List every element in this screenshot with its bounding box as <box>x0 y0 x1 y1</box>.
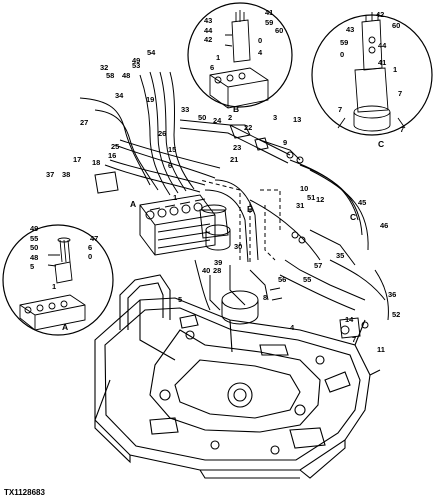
callout-main: 6 <box>168 161 172 170</box>
callout-detail-c: 7 <box>338 105 342 114</box>
callout-main: 45 <box>358 198 366 207</box>
callout-main: 9 <box>283 138 287 147</box>
callout-main: 55 <box>303 275 311 284</box>
callout-main: 19 <box>146 95 154 104</box>
callout-detail-a: 5 <box>30 262 34 271</box>
callout-main: 38 <box>62 170 70 179</box>
callout-detail-c: 7 <box>400 125 404 134</box>
callout-main: 54 <box>147 48 156 57</box>
callout-main: 1 <box>173 193 177 202</box>
callout-detail-b: 6 <box>210 63 214 72</box>
figure-id: TX1128683 <box>4 488 45 497</box>
callout-main: 50 <box>198 113 206 122</box>
callout-main: 40 <box>202 266 210 275</box>
hydraulic-hose-drawing <box>79 71 389 339</box>
callout-detail-b: 44 <box>204 26 213 35</box>
callout-main: 3 <box>273 113 277 122</box>
callout-main: 53 <box>132 61 140 70</box>
callout-main: 30 <box>234 242 242 251</box>
callout-detail-a: 1 <box>52 282 56 291</box>
callout-detail-a: 55 <box>30 234 38 243</box>
callout-main: 31 <box>296 201 304 210</box>
callout-detail-b: 1 <box>216 53 220 62</box>
callout-main: 49 <box>132 56 140 65</box>
callout-detail-c: 43 <box>346 25 354 34</box>
detail-label-b: B <box>233 104 239 114</box>
detail-circle-a <box>2 224 114 336</box>
callout-main: 51 <box>307 193 315 202</box>
callout-main: 11 <box>377 345 385 354</box>
callout-detail-a: 47 <box>90 234 98 243</box>
callout-main: 48 <box>122 71 130 80</box>
callout-main: 10 <box>300 184 308 193</box>
callout-detail-a: 0 <box>88 252 92 261</box>
callout-main: 17 <box>73 155 81 164</box>
callout-detail-a: 50 <box>30 243 38 252</box>
callout-detail-c: 1 <box>393 65 397 74</box>
callout-detail-b: 43 <box>204 16 212 25</box>
callout-main: 2 <box>228 113 232 122</box>
callout-detail-a: 48 <box>30 253 38 262</box>
callout-main: 15 <box>168 145 176 154</box>
callout-main: 13 <box>293 115 301 124</box>
detail-label-a: A <box>62 322 68 332</box>
callout-main: 37 <box>46 170 54 179</box>
callout-detail-b: 0 <box>258 36 262 45</box>
callout-main: 28 <box>213 266 221 275</box>
callout-detail-b: 59 <box>265 18 273 27</box>
detail-circle-c <box>311 14 433 136</box>
callout-detail-b: 4 <box>258 48 263 57</box>
callout-detail-a: 49 <box>30 224 38 233</box>
callout-main: 33 <box>181 105 189 114</box>
callout-main: 32 <box>100 63 108 72</box>
callout-main: 27 <box>80 118 88 127</box>
detail-label-c: C <box>350 212 356 222</box>
callout-main: 52 <box>392 310 400 319</box>
callout-main: 46 <box>380 221 388 230</box>
callout-main: 39 <box>214 258 222 267</box>
callout-main: 26 <box>158 129 166 138</box>
callout-detail-c: 59 <box>340 38 348 47</box>
callout-main: 34 <box>115 91 124 100</box>
callout-main: 36 <box>388 290 396 299</box>
callout-main: 25 <box>111 142 119 151</box>
detail-label-a: A <box>130 199 136 209</box>
callout-main: 5 <box>178 295 182 304</box>
callout-main: 14 <box>345 315 354 324</box>
callout-detail-b: 60 <box>275 26 283 35</box>
callout-detail-c: 0 <box>340 50 344 59</box>
callout-detail-b: 41 <box>265 8 273 17</box>
callout-main: 21 <box>230 155 238 164</box>
callout-main: 18 <box>92 158 100 167</box>
control-valve-drawing <box>139 194 229 256</box>
callout-main: 23 <box>233 143 241 152</box>
callout-main: 12 <box>316 195 324 204</box>
callout-detail-b: 42 <box>204 35 212 44</box>
detail-circle-b <box>187 2 293 108</box>
callout-main: 35 <box>336 251 344 260</box>
callout-main: 4 <box>290 323 295 332</box>
callout-detail-c: 42 <box>376 10 384 19</box>
callout-main: 58 <box>106 71 114 80</box>
callout-main: 57 <box>314 261 322 270</box>
callout-detail-c: 7 <box>398 89 402 98</box>
detail-label-b: B <box>247 204 253 214</box>
callout-detail-c: 44 <box>378 41 387 50</box>
callout-main: 8 <box>263 293 267 302</box>
detail-label-c: C <box>378 139 384 149</box>
callout-detail-c: 60 <box>392 21 400 30</box>
callout-detail-c: 41 <box>378 58 386 67</box>
callout-detail-a: 6 <box>88 243 92 252</box>
callout-main: 56 <box>278 275 286 284</box>
callout-main: 16 <box>108 151 116 160</box>
excavator-frame-drawing <box>94 274 381 479</box>
callout-main: 22 <box>244 123 252 132</box>
callout-main: 7 <box>352 335 356 344</box>
callout-main: 24 <box>213 116 222 125</box>
